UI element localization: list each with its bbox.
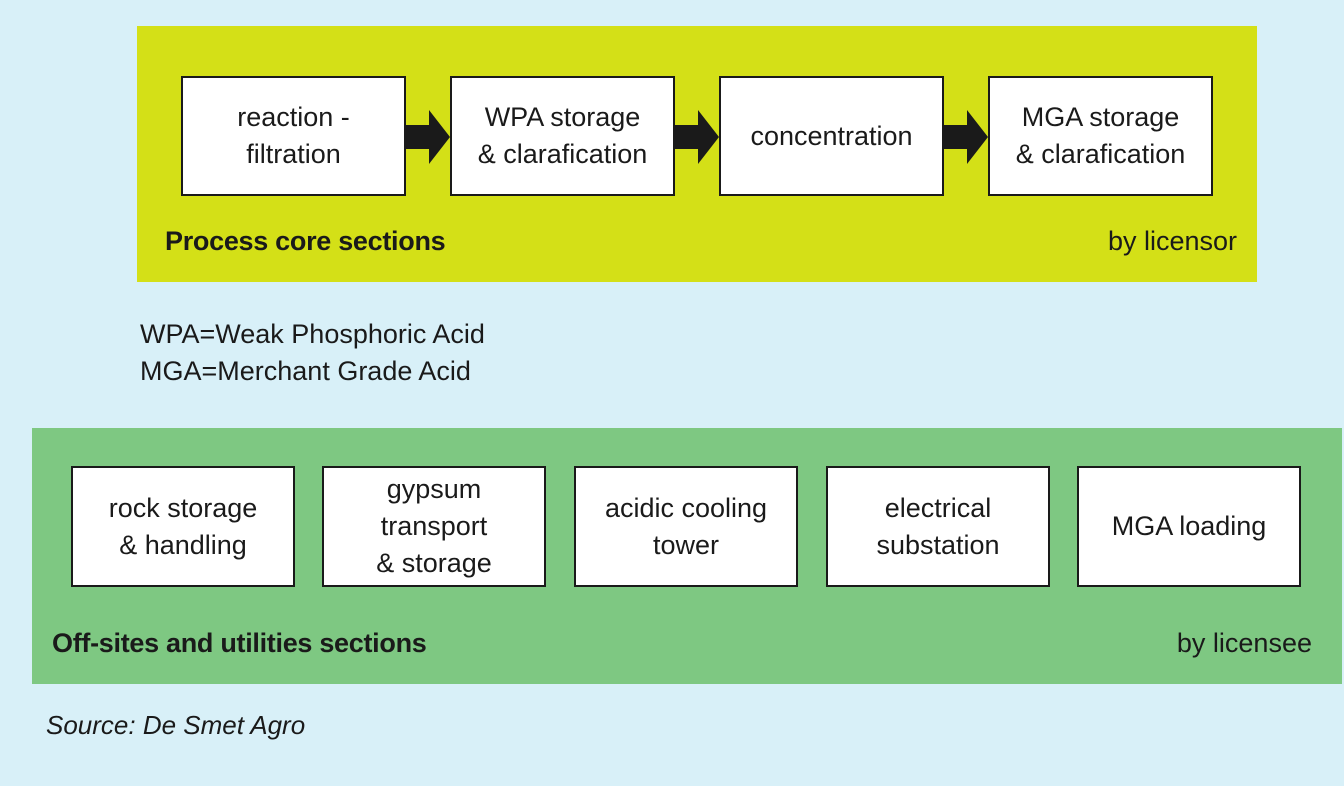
process-box-mga-storage: MGA storage & clarafication <box>988 76 1213 196</box>
core-section-owner: by licensor <box>1107 226 1237 256</box>
process-box-reaction-filtration: reaction - filtration <box>181 76 406 196</box>
offsite-box-rock-storage: rock storage & handling <box>71 466 295 587</box>
source-caption: Source: De Smet Agro <box>46 710 306 740</box>
process-box-wpa-storage: WPA storage & clarafication <box>450 76 675 196</box>
legend-item-mga: MGA=Merchant Grade Acid <box>140 356 471 386</box>
abbreviation-legend: WPA=Weak Phosphoric Acid MGA=Merchant Gr… <box>140 316 485 390</box>
process-core-panel: reaction - filtration WPA storage & clar… <box>137 26 1257 282</box>
legend-item-wpa: WPA=Weak Phosphoric Acid <box>140 319 485 349</box>
offsite-box-acidic-cooling-tower: acidic cooling tower <box>574 466 798 587</box>
flow-arrow-icon <box>943 110 988 164</box>
offsite-section-title: Off-sites and utilities sections <box>52 628 427 658</box>
offsite-box-mga-loading: MGA loading <box>1077 466 1301 587</box>
core-section-title: Process core sections <box>165 226 446 256</box>
offsite-box-electrical-substation: electrical substation <box>826 466 1050 587</box>
flow-arrow-icon <box>674 110 719 164</box>
flow-arrow-icon <box>405 110 450 164</box>
process-box-concentration: concentration <box>719 76 944 196</box>
offsite-box-gypsum-transport: gypsum transport & storage <box>322 466 546 587</box>
offsite-section-owner: by licensee <box>1176 628 1312 658</box>
offsites-utilities-panel: rock storage & handling gypsum transport… <box>32 428 1342 684</box>
